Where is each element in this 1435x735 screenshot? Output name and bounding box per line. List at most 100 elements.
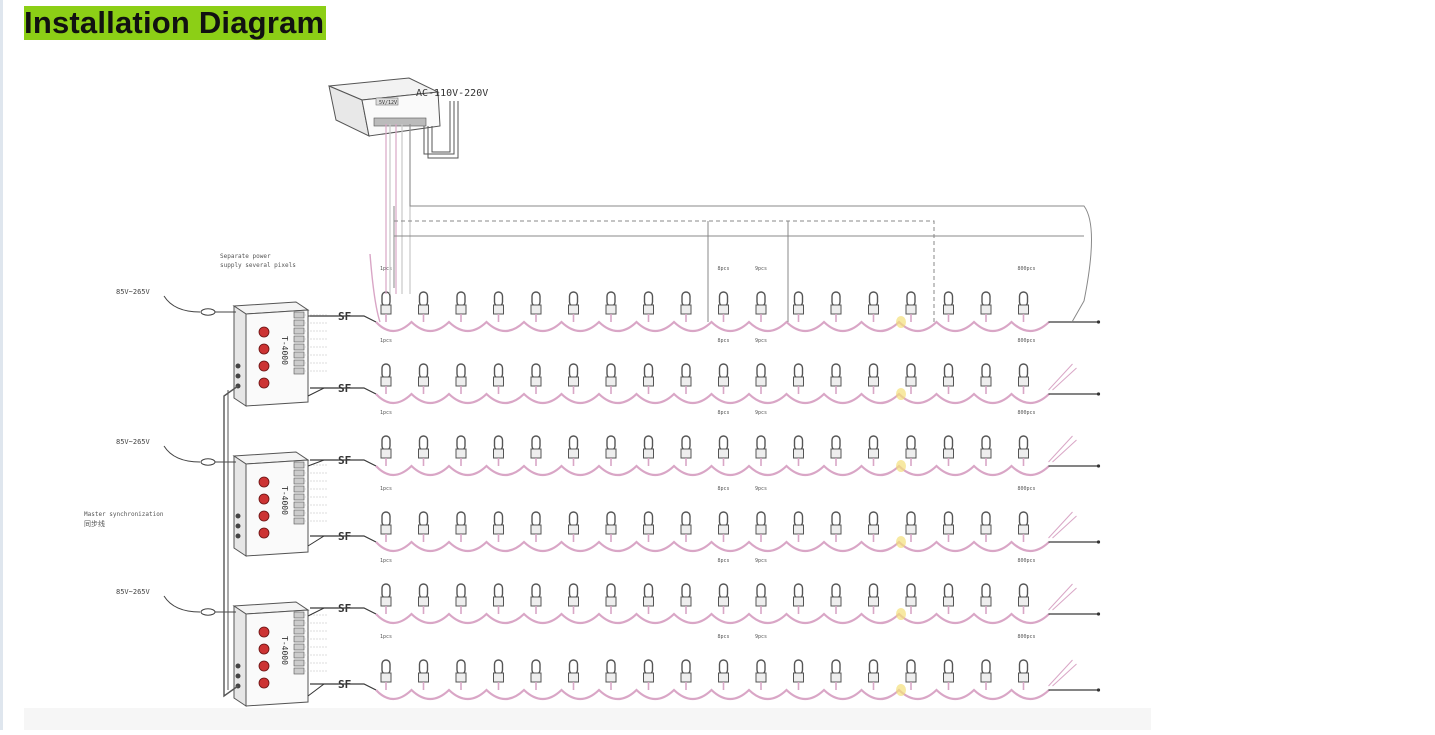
pixel-node xyxy=(380,659,392,690)
spacing-label: 800pcs xyxy=(1018,486,1036,492)
footer-band xyxy=(24,708,1151,730)
pixel-node xyxy=(455,435,467,466)
page-title: Installation Diagram xyxy=(24,5,325,40)
pixel-node xyxy=(1018,291,1029,322)
pixel-node xyxy=(455,659,467,690)
pixel-node xyxy=(755,435,767,466)
pixel-node xyxy=(905,583,917,614)
pixel-node xyxy=(530,435,542,466)
pixel-node xyxy=(680,363,692,394)
pixel-wire xyxy=(375,688,1050,701)
controller-button xyxy=(258,677,270,689)
injection-point xyxy=(896,684,906,696)
pixel-node xyxy=(418,435,429,466)
pixel-node xyxy=(493,511,504,542)
pixel-node xyxy=(680,511,692,542)
spacing-label: 800pcs xyxy=(1018,338,1036,344)
spacing-label: 800pcs xyxy=(1018,634,1036,640)
pixel-node xyxy=(755,659,767,690)
controller-button xyxy=(258,510,270,522)
controller-button xyxy=(258,493,270,505)
injection-point xyxy=(896,388,906,400)
power-supply-box-label: 5V/12V xyxy=(379,100,397,106)
pixel-node xyxy=(643,435,654,466)
sync-cable-label-cn: 同步线 xyxy=(84,519,105,528)
pixel-node xyxy=(1018,363,1029,394)
pixel-node xyxy=(455,583,467,614)
pixel-node xyxy=(718,511,729,542)
pixel-node xyxy=(568,511,579,542)
spacing-label: 9pcs xyxy=(755,486,767,492)
pixel-node xyxy=(980,511,992,542)
pixel-node xyxy=(980,291,992,322)
pixel-node xyxy=(830,435,842,466)
spacing-label: 8pcs xyxy=(718,486,730,492)
pixel-node xyxy=(380,583,392,614)
pixel-node xyxy=(380,511,392,542)
pixel-node xyxy=(830,583,842,614)
pixel-node xyxy=(568,659,579,690)
pixel-node xyxy=(868,511,879,542)
pixel-node xyxy=(1018,659,1029,690)
controller-button xyxy=(258,643,270,655)
pixel-node xyxy=(905,291,917,322)
spacing-label: 8pcs xyxy=(718,266,730,272)
pixel-node xyxy=(455,363,467,394)
pixel-node xyxy=(530,363,542,394)
pixel-node xyxy=(980,435,992,466)
pixel-node xyxy=(643,659,654,690)
controller-model: T-4000 xyxy=(280,636,289,665)
pixel-node xyxy=(868,659,879,690)
spacing-label: 1pcs xyxy=(380,558,392,564)
pixel-node xyxy=(418,291,429,322)
pixel-node xyxy=(380,363,392,394)
supply-note-line1: Separate power xyxy=(220,253,271,260)
pixel-node xyxy=(530,291,542,322)
pixel-node xyxy=(643,511,654,542)
pixel-node xyxy=(418,659,429,690)
controller-button xyxy=(258,660,270,672)
injection-point xyxy=(896,608,906,620)
controllers: T-400085V~265VT-400085V~265VT-400085V~26… xyxy=(116,288,338,707)
pixel-node xyxy=(943,363,954,394)
pixel-node xyxy=(530,659,542,690)
pixel-node xyxy=(1018,583,1029,614)
spacing-label: 1pcs xyxy=(380,486,392,492)
pixel-node xyxy=(868,363,879,394)
pixel-node xyxy=(830,511,842,542)
controller-input-label: 85V~265V xyxy=(116,588,151,596)
spacing-label: 1pcs xyxy=(380,634,392,640)
pixel-node xyxy=(793,659,804,690)
pixel-node xyxy=(718,363,729,394)
controller-input-label: 85V~265V xyxy=(116,438,151,446)
sync-cable xyxy=(223,385,239,698)
pixel-node xyxy=(568,363,579,394)
supply-note-line2: supply several pixels xyxy=(220,262,296,269)
controller-button xyxy=(258,377,270,389)
pixel-node xyxy=(455,291,467,322)
ac-input-label: AC-110V-220V xyxy=(416,88,488,99)
pixel-node xyxy=(793,291,804,322)
pixel-node xyxy=(905,435,917,466)
spacing-label: 9pcs xyxy=(755,634,767,640)
spacing-label: 9pcs xyxy=(755,266,767,272)
controller-button xyxy=(258,343,270,355)
pixel-node xyxy=(980,363,992,394)
pixel-node xyxy=(1018,511,1029,542)
spacing-label: 1pcs xyxy=(380,338,392,344)
injection-point xyxy=(896,460,906,472)
pixel-node xyxy=(718,659,729,690)
title-highlight: Installation Diagram xyxy=(24,5,327,40)
pixel-node xyxy=(643,583,654,614)
pixel-node xyxy=(680,291,692,322)
pixel-node xyxy=(718,291,729,322)
pixel-node xyxy=(493,291,504,322)
spacing-label: 9pcs xyxy=(755,410,767,416)
injection-point xyxy=(896,536,906,548)
pixel-node xyxy=(868,435,879,466)
